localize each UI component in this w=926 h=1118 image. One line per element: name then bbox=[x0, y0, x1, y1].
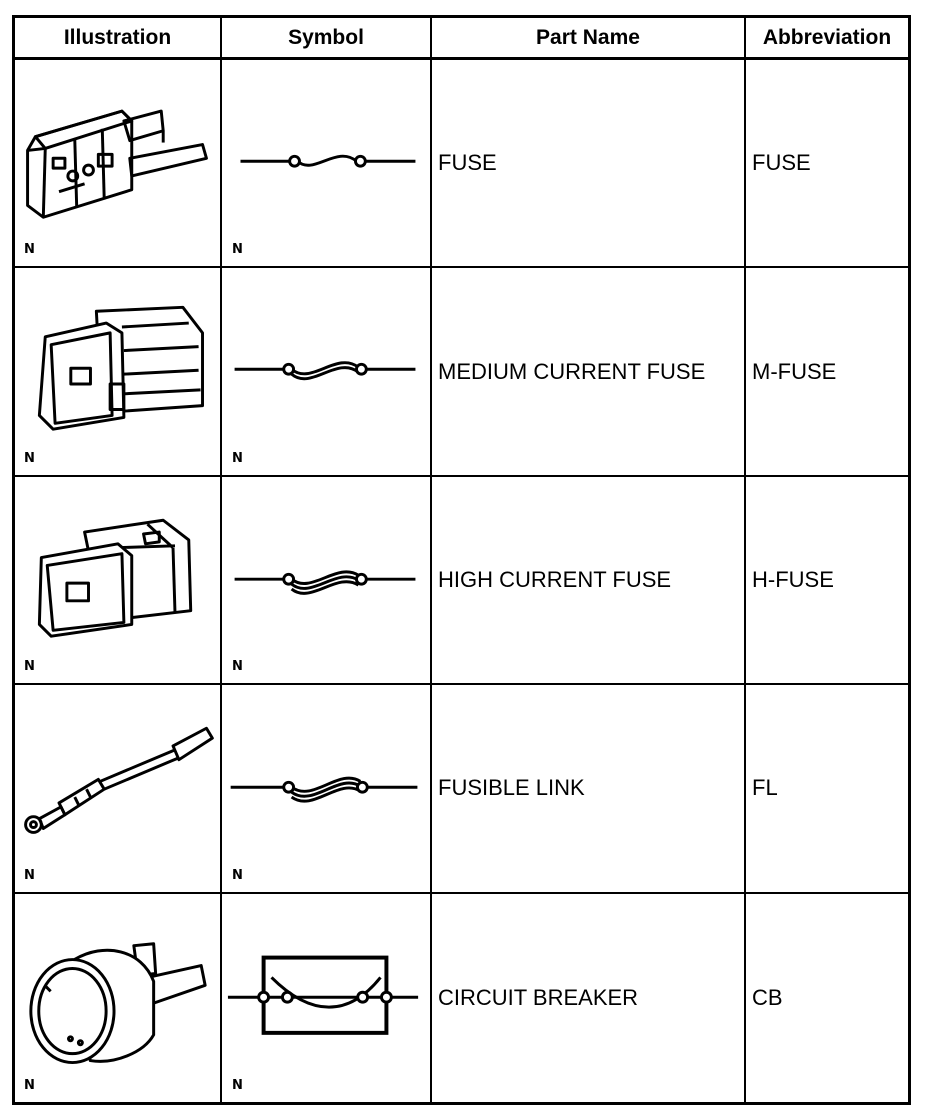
illustration-mark: N bbox=[24, 659, 35, 675]
symbol-mark: N bbox=[232, 1077, 243, 1093]
circuit-breaker-symbol-icon bbox=[227, 955, 419, 1035]
part-name-fuse: FUSE bbox=[432, 60, 746, 269]
symbol-cell-fuse: N bbox=[222, 60, 432, 269]
symbol-cell-medium-current-fuse: N bbox=[222, 268, 432, 477]
fusible-link-symbol-icon bbox=[230, 776, 418, 803]
symbol-mark: N bbox=[232, 450, 243, 466]
symbol-mark: N bbox=[232, 242, 243, 258]
part-name-high-current-fuse: HIGH CURRENT FUSE bbox=[432, 476, 746, 686]
parts-table: Illustration Symbol Part Name Abbreviati… bbox=[12, 15, 911, 1105]
fusible-link-icon bbox=[24, 726, 214, 835]
header-part-name: Part Name bbox=[432, 18, 746, 60]
illustration-mark: N bbox=[24, 450, 35, 466]
medium-current-fuse-symbol-icon bbox=[234, 361, 416, 381]
header-illustration: Illustration bbox=[15, 18, 222, 60]
abbreviation-high-current-fuse: H-FUSE bbox=[746, 477, 908, 686]
header-abbreviation: Abbreviation bbox=[746, 18, 908, 60]
high-current-fuse-icon bbox=[37, 518, 193, 638]
header-symbol: Symbol bbox=[222, 18, 432, 60]
illustration-mark: N bbox=[24, 242, 35, 258]
symbol-cell-fusible-link: N bbox=[222, 685, 432, 894]
symbol-cell-circuit-breaker: N bbox=[222, 893, 432, 1102]
blade-fuse-icon bbox=[26, 109, 208, 219]
symbol-mark: N bbox=[232, 867, 243, 883]
part-name-fusible-link: FUSIBLE LINK bbox=[432, 685, 746, 894]
illustration-cell-high-current-fuse: N bbox=[15, 476, 222, 686]
abbreviation-circuit-breaker: CB bbox=[752, 984, 783, 1010]
high-current-fuse-symbol-icon bbox=[234, 570, 416, 595]
circuit-breaker-icon bbox=[29, 941, 207, 1064]
abbreviation-fusible-link: FL bbox=[746, 685, 908, 894]
part-name-medium-current-fuse: MEDIUM CURRENT FUSE bbox=[432, 268, 746, 477]
illustration-mark: N bbox=[24, 867, 35, 883]
abbreviation-medium-current-fuse: M-FUSE bbox=[746, 268, 908, 477]
illustration-cell-medium-current-fuse: N bbox=[15, 268, 222, 477]
illustration-mark: N bbox=[24, 1077, 35, 1093]
symbol-cell-high-current-fuse: N bbox=[222, 476, 432, 686]
symbol-mark: N bbox=[232, 659, 243, 675]
illustration-cell-fuse: N bbox=[15, 60, 222, 269]
abbreviation-fuse: FUSE bbox=[746, 60, 908, 269]
part-name-circuit-breaker: CIRCUIT BREAKER bbox=[432, 893, 746, 1102]
fuse-symbol-icon bbox=[240, 154, 416, 168]
medium-current-fuse-icon bbox=[37, 306, 204, 432]
illustration-cell-fusible-link: N bbox=[15, 685, 222, 894]
illustration-cell-circuit-breaker: N bbox=[15, 893, 222, 1102]
